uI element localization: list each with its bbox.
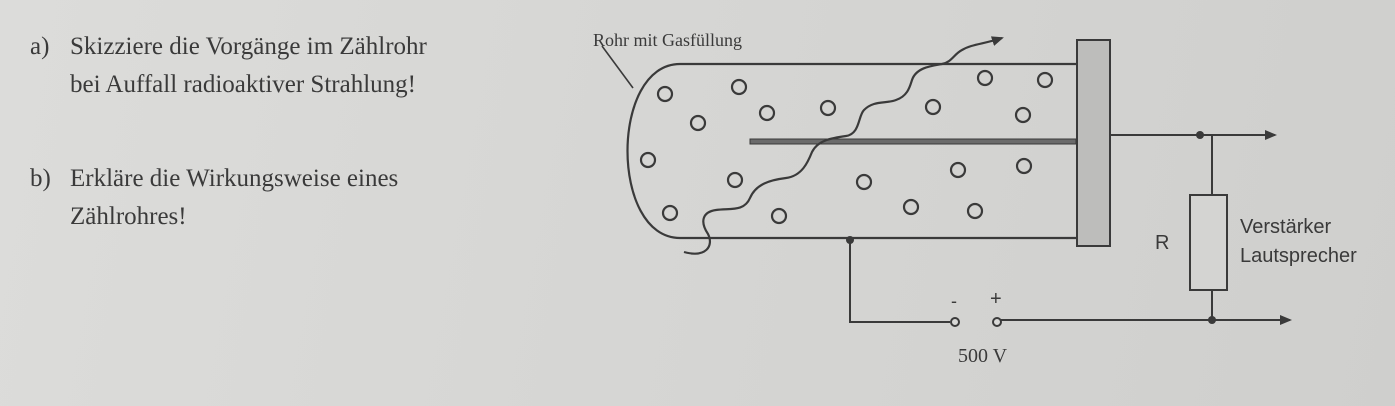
task-b: b) Erkläre die Wirkungsweise eines Zählro… [30,160,398,236]
task-a: a) Skizziere die Vorgänge im Zählrohr bei… [30,28,427,104]
tube-label: Rohr mit Gasfüllung [593,30,742,50]
plus-terminal [992,317,1002,327]
resistor [1189,194,1228,291]
gas-particle [902,198,920,216]
tube-label-leader [601,45,634,89]
cathode-wire [849,240,950,323]
radiation-ray [683,36,1004,255]
resistor-label: R [1155,232,1169,254]
gas-particle [855,173,873,191]
task-a-line-1: Skizziere die Vorgänge im Zählrohr [70,33,427,60]
gas-particle [949,161,967,179]
gas-particle [966,202,984,220]
gas-particle [661,204,679,222]
gas-particle [1036,71,1054,89]
gas-particle [656,85,674,103]
tube-outline [626,62,1090,240]
gas-particle [819,99,837,117]
amplifier-label: Verstärker [1240,216,1331,238]
circuit [849,135,1292,325]
plus-label: + [990,288,1002,310]
task-b-marker: b) [30,165,51,192]
junction-dot [846,236,854,244]
gas-particle [639,151,657,169]
task-b-line-1: Erkläre die Wirkungsweise eines [70,165,399,192]
gas-particle [924,98,942,116]
gas-particle [730,78,748,96]
anode-wire [749,138,1077,145]
speaker-label: Lautsprecher [1240,245,1357,267]
task-b-line-2: Zählrohres! [70,203,187,230]
voltage-label: 500 V [958,345,1008,367]
junction-dot [1208,316,1216,324]
minus-terminal [950,317,960,327]
gas-particle [689,114,707,132]
gas-particle [770,207,788,225]
gas-particle [1014,106,1032,124]
gas-particle [976,69,994,87]
task-a-marker: a) [30,33,50,60]
gas-particle [758,104,776,122]
gas-particle [726,171,744,189]
junction-dots [846,131,1216,324]
minus-label: - [951,291,957,311]
end-electrode [1076,39,1111,247]
gas-particles [639,69,1054,225]
junction-dot [1196,131,1204,139]
gas-particle [1015,157,1033,175]
task-a-line-2: bei Auffall radioaktiver Strahlung! [70,71,416,98]
voltage-terminals [950,317,1002,327]
